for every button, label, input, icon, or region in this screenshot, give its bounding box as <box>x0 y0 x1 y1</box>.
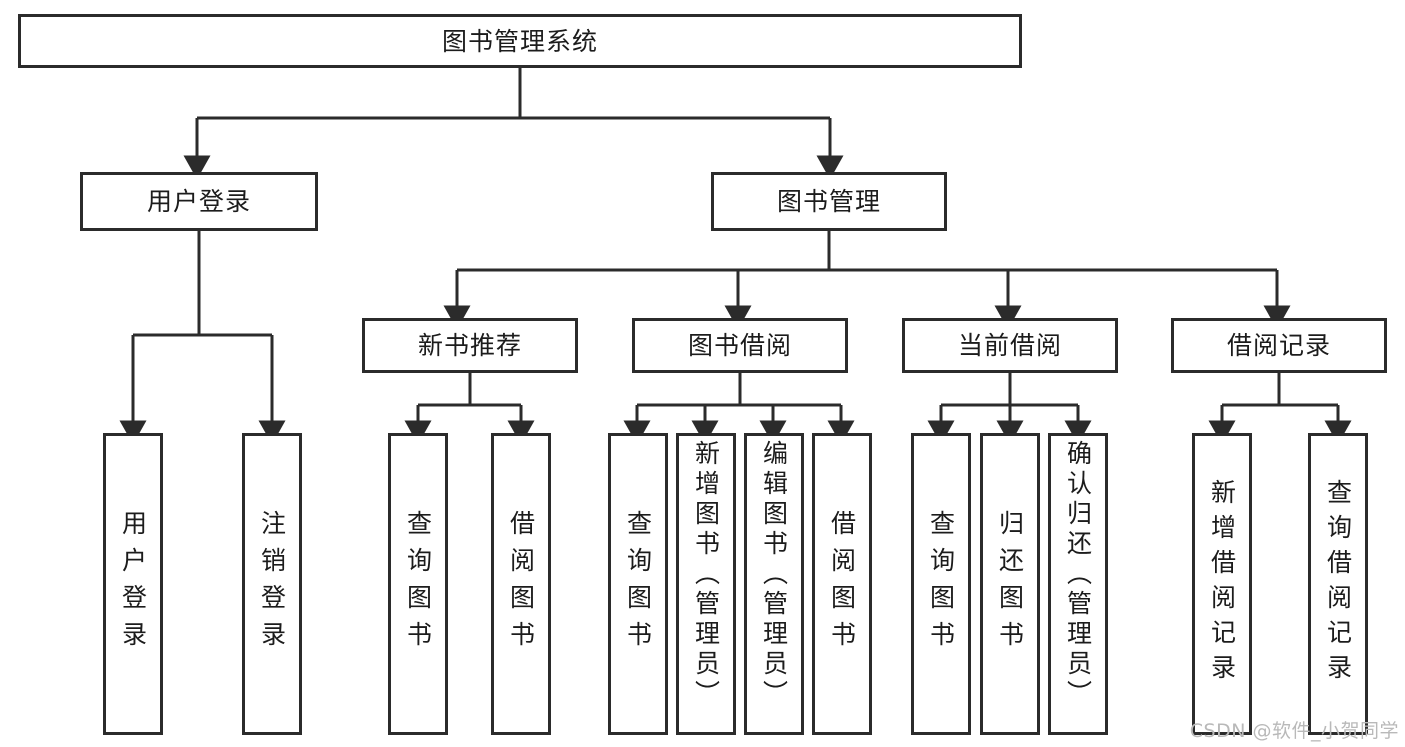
node-book-management[interactable]: 图书管理 <box>711 172 947 231</box>
node-label: 注销登录 <box>257 510 287 658</box>
node-label: 图书管理系统 <box>441 26 598 56</box>
node-current-borrow[interactable]: 当前借阅 <box>902 318 1118 373</box>
leaf-current-borrow-return-book[interactable]: 归还图书 <box>980 433 1040 735</box>
node-label: 归还图书 <box>995 510 1025 658</box>
node-label: 借阅记录 <box>1226 331 1331 360</box>
node-label: 用户登录 <box>118 510 148 658</box>
node-label: 编辑图书（管理员） <box>759 440 789 710</box>
leaf-new-book-borrow-book[interactable]: 借阅图书 <box>491 433 551 735</box>
leaf-borrow-records-query-record[interactable]: 查询借阅记录 <box>1308 433 1368 735</box>
node-label: 图书管理 <box>776 187 881 216</box>
leaf-user-login-logout[interactable]: 注销登录 <box>242 433 302 735</box>
node-label: 新增借阅记录 <box>1207 479 1237 689</box>
node-root-book-management-system[interactable]: 图书管理系统 <box>18 14 1022 68</box>
node-label: 确认归还（管理员） <box>1063 440 1093 710</box>
node-label: 查询图书 <box>926 510 956 658</box>
leaf-book-borrow-edit-book-admin[interactable]: 编辑图书（管理员） <box>744 433 804 735</box>
node-label: 查询图书 <box>623 510 653 658</box>
node-label: 查询借阅记录 <box>1323 479 1353 689</box>
leaf-borrow-records-add-record[interactable]: 新增借阅记录 <box>1192 433 1252 735</box>
node-label: 当前借阅 <box>957 331 1062 360</box>
node-borrow-records[interactable]: 借阅记录 <box>1171 318 1387 373</box>
leaf-book-borrow-query-book[interactable]: 查询图书 <box>608 433 668 735</box>
node-label: 借阅图书 <box>827 510 857 658</box>
node-label: 新增图书（管理员） <box>691 440 721 710</box>
node-label: 用户登录 <box>146 187 251 216</box>
node-user-login[interactable]: 用户登录 <box>80 172 318 231</box>
leaf-current-borrow-query-book[interactable]: 查询图书 <box>911 433 971 735</box>
node-new-book-recommend[interactable]: 新书推荐 <box>362 318 578 373</box>
node-label: 新书推荐 <box>417 331 522 360</box>
node-label: 查询图书 <box>403 510 433 658</box>
node-label: 图书借阅 <box>687 331 792 360</box>
leaf-book-borrow-add-book-admin[interactable]: 新增图书（管理员） <box>676 433 736 735</box>
leaf-book-borrow-borrow-book[interactable]: 借阅图书 <box>812 433 872 735</box>
leaf-current-borrow-confirm-return-admin[interactable]: 确认归还（管理员） <box>1048 433 1108 735</box>
node-book-borrow[interactable]: 图书借阅 <box>632 318 848 373</box>
leaf-user-login-login[interactable]: 用户登录 <box>103 433 163 735</box>
node-label: 借阅图书 <box>506 510 536 658</box>
leaf-new-book-query-book[interactable]: 查询图书 <box>388 433 448 735</box>
